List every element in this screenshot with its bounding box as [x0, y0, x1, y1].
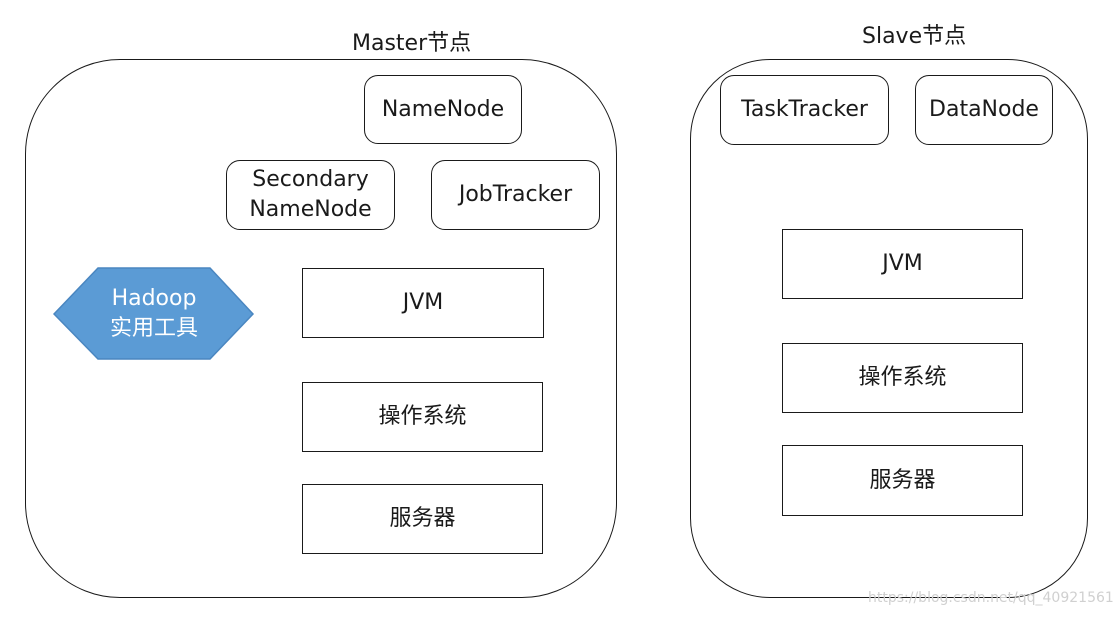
master-jvm-box: JVM	[302, 268, 544, 338]
master-server-box: 服务器	[302, 484, 543, 554]
hadoop-tools-label: Hadoop 实用工具	[53, 267, 255, 361]
watermark-text: https://blog.csdn.net/qq_40921561	[868, 590, 1114, 606]
master-os-box: 操作系统	[302, 382, 543, 452]
hexagon-shape	[53, 267, 255, 360]
hadoop-tools-hexagon	[53, 267, 255, 360]
hadoop-tools-label-line2: 实用工具	[109, 316, 198, 341]
slave-server-box: 服务器	[782, 445, 1023, 516]
secondary-name-node-label-line2: NameNode	[249, 197, 372, 222]
data-node-box: DataNode	[915, 75, 1053, 145]
master-node-title: Master节点	[352, 31, 472, 56]
secondary-name-node-box: Secondary NameNode	[226, 160, 395, 230]
job-tracker-box: JobTracker	[431, 160, 600, 230]
slave-os-box: 操作系统	[782, 343, 1023, 413]
name-node-box: NameNode	[364, 75, 522, 144]
task-tracker-box: TaskTracker	[720, 75, 889, 145]
slave-jvm-box: JVM	[782, 229, 1023, 299]
hadoop-tools-label-line1: Hadoop	[111, 286, 197, 311]
slave-node-title: Slave节点	[862, 24, 967, 49]
secondary-name-node-label-line1: Secondary	[252, 167, 369, 192]
